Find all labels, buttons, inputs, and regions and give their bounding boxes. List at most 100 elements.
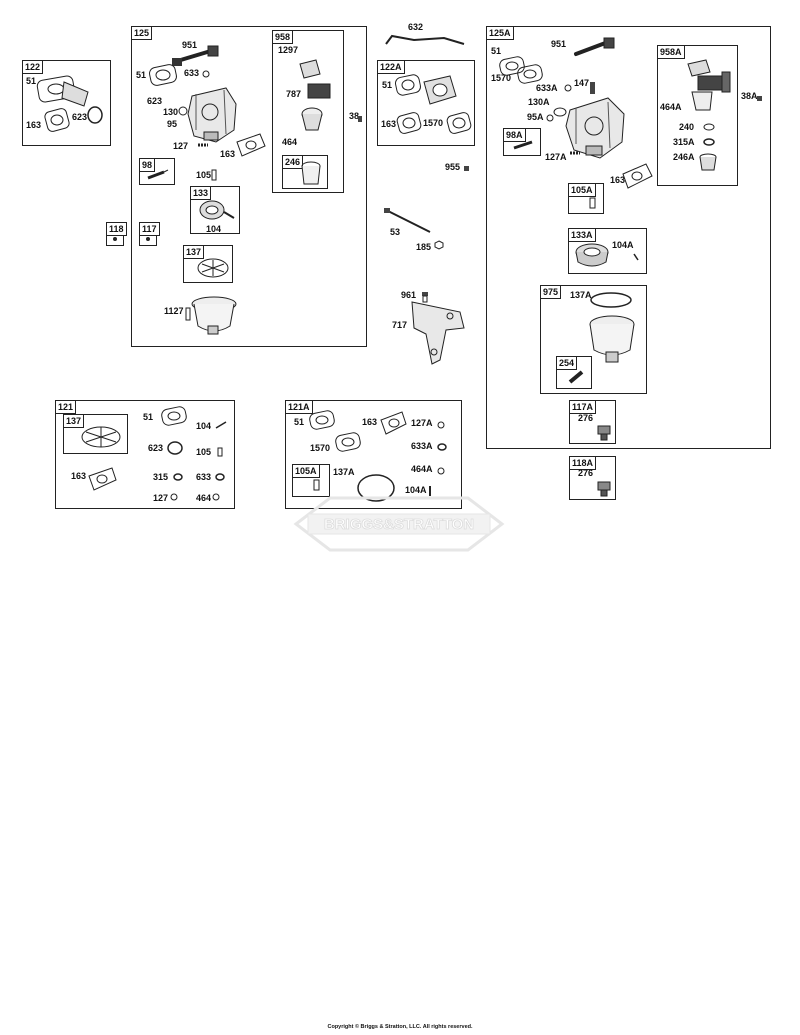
box-125A: 125A <box>486 26 771 449</box>
gasket-part <box>446 112 472 134</box>
callout-137A: 137A <box>570 290 592 300</box>
box-958: 958 <box>272 30 344 193</box>
box-tag: 122A <box>377 60 405 74</box>
solenoid-part <box>687 59 731 111</box>
screw-part <box>358 116 362 122</box>
float-part <box>199 200 235 220</box>
callout-951: 951 <box>182 40 198 50</box>
jet-part <box>597 481 611 497</box>
callout-623: 623 <box>148 443 164 453</box>
callout-163: 163 <box>26 120 42 130</box>
callout-961: 961 <box>401 290 417 300</box>
callout-137A: 137A <box>333 467 355 477</box>
linkage-rod-part <box>385 34 465 45</box>
pin-part <box>217 447 223 457</box>
callout-53: 53 <box>390 227 401 237</box>
choke-lever-part <box>172 45 219 66</box>
o-ring-part <box>703 138 715 146</box>
callout-315A: 315A <box>673 137 695 147</box>
callout-95: 95 <box>167 119 178 129</box>
box-tag: 125 <box>131 26 153 40</box>
screw-part <box>590 82 595 94</box>
callout-163: 163 <box>220 149 236 159</box>
box-246: 246 <box>282 155 328 189</box>
callout-276: 276 <box>578 413 594 423</box>
box-125: 125 <box>131 26 367 347</box>
callout-130: 130 <box>163 107 179 117</box>
callout-185: 185 <box>416 242 432 252</box>
box-tag: 958 <box>272 30 294 44</box>
callout-1570: 1570 <box>423 118 444 128</box>
briggs-stratton-logo: BRIGGS&STRATTON <box>293 496 505 552</box>
box-tag: 254 <box>556 356 578 370</box>
box-tag: 98A <box>503 128 526 142</box>
pin-part <box>313 479 320 491</box>
gasket-part <box>622 163 653 189</box>
fuel-shutoff-part <box>301 161 321 185</box>
box-tag: 975 <box>540 285 562 299</box>
callout-464A: 464A <box>411 464 433 474</box>
callout-464: 464 <box>196 493 212 503</box>
bolt-part <box>422 292 428 303</box>
o-ring-part <box>173 473 183 481</box>
washer-part <box>202 70 210 78</box>
intake-elbow-part <box>36 75 89 107</box>
callout-951: 951 <box>551 39 567 49</box>
callout-51: 51 <box>294 417 305 427</box>
intake-spacer-part <box>423 75 457 105</box>
callout-632: 632 <box>408 22 424 32</box>
box-98A: 98A <box>503 128 541 156</box>
bowl-screw-part <box>185 307 191 321</box>
callout-717: 717 <box>392 320 408 330</box>
callout-147: 147 <box>574 78 590 88</box>
box-117A: 117A <box>569 400 616 444</box>
callout-163: 163 <box>71 471 87 481</box>
spring-part <box>570 151 580 155</box>
box-137: 137 <box>63 414 128 454</box>
callout-127A: 127A <box>411 418 433 428</box>
callout-955: 955 <box>445 162 461 172</box>
washer-part <box>437 467 445 475</box>
o-ring-part <box>357 474 395 502</box>
gasket-part <box>395 74 421 96</box>
callout-1570: 1570 <box>491 73 512 83</box>
o-ring-part <box>87 106 103 124</box>
gasket-part <box>380 411 407 435</box>
box-tag: 133 <box>190 186 212 200</box>
callout-38A: 38A <box>741 91 758 101</box>
box-tag: 105A <box>568 183 596 197</box>
box-tag: 125A <box>486 26 514 40</box>
callout-623: 623 <box>72 112 88 122</box>
callout-104: 104 <box>206 224 222 234</box>
callout-633A: 633A <box>411 441 433 451</box>
small-fitting-part <box>146 237 150 241</box>
callout-276: 276 <box>578 468 594 478</box>
gasket-part <box>149 64 177 86</box>
float-bowl-gasket-part <box>197 258 229 278</box>
callout-1127: 1127 <box>164 306 184 316</box>
callout-130A: 130A <box>528 97 550 107</box>
callout-633: 633 <box>184 68 200 78</box>
gasket-part <box>499 56 525 76</box>
callout-787: 787 <box>286 89 302 99</box>
box-117: 117 <box>139 222 160 246</box>
callout-633A: 633A <box>536 83 558 93</box>
screw-part <box>546 114 554 122</box>
box-tag: 137 <box>63 414 85 428</box>
o-ring-part <box>215 473 225 481</box>
carburetor-part <box>187 87 237 143</box>
svg-text:BRIGGS&STRATTON: BRIGGS&STRATTON <box>324 516 474 533</box>
box-tag: 121 <box>55 400 77 414</box>
bracket-part <box>411 301 465 365</box>
callout-38: 38 <box>349 111 360 121</box>
box-tag: 118 <box>106 222 127 236</box>
box-tag: 122 <box>22 60 44 74</box>
washer-part <box>703 123 715 131</box>
gasket-part <box>161 406 187 426</box>
box-98: 98 <box>139 158 175 185</box>
box-121A: 121A <box>285 400 462 509</box>
callout-163: 163 <box>381 119 397 129</box>
callout-51: 51 <box>26 76 37 86</box>
gasket-part <box>236 133 266 157</box>
gasket-part <box>335 432 361 452</box>
